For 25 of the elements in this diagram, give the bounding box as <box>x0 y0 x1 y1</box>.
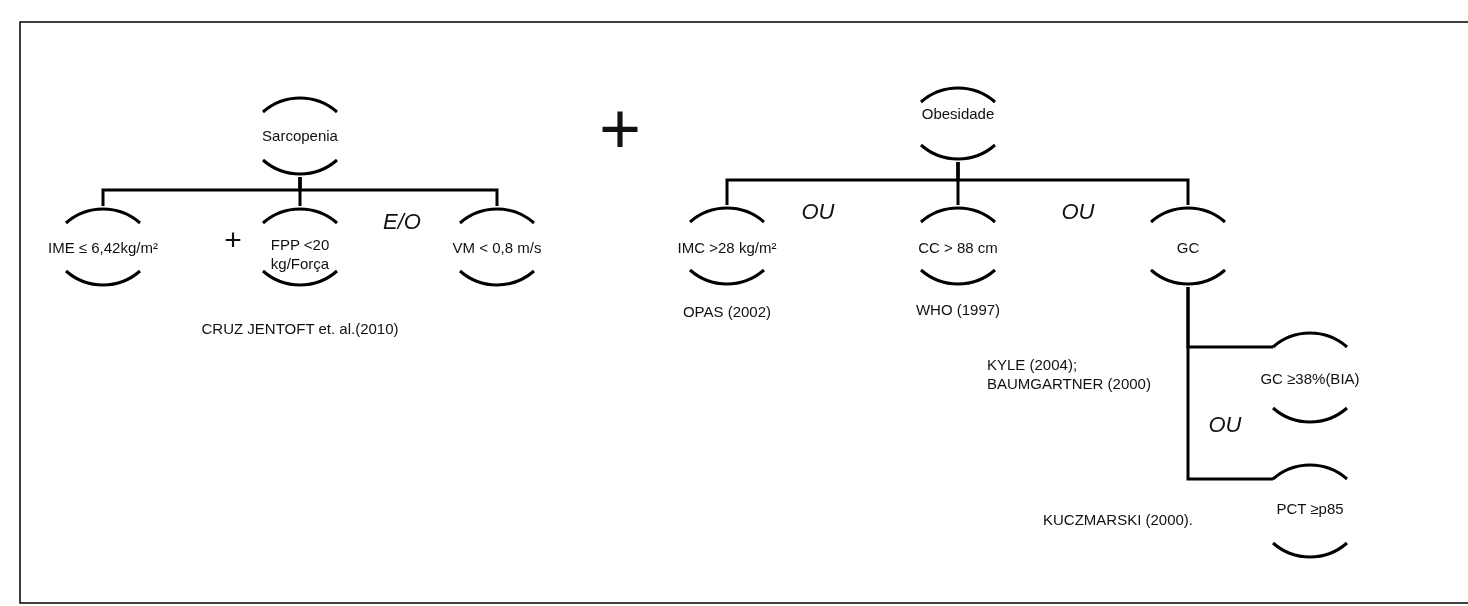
connector-word: OU <box>1061 201 1095 223</box>
node-label: VM < 0,8 m/s <box>451 237 543 257</box>
node-label: IMC >28 kg/m² <box>676 237 778 257</box>
citation-text: KUCZMARSKI (2000). <box>1043 512 1194 527</box>
node-label: Sarcopenia <box>261 125 339 145</box>
node-label: GC ≥38%(BIA) <box>1259 368 1361 388</box>
plus-sign: + <box>224 225 242 255</box>
node-label: CC > 88 cm <box>917 237 999 257</box>
node-label: Obesidade <box>920 103 996 123</box>
connector-line <box>956 162 1190 205</box>
citation-text: KYLE (2004); BAUMGARTNER (2000) <box>987 355 1152 393</box>
bracket-node <box>1148 205 1228 287</box>
citation-text: WHO (1997) <box>915 300 1001 319</box>
connector-word: OU <box>801 201 835 223</box>
citation-text: OPAS (2002) <box>682 302 772 321</box>
connector-line <box>298 177 499 206</box>
node-label: PCT ≥p85 <box>1275 498 1345 518</box>
connector-word: E/O <box>383 211 421 233</box>
node-label: FPP <20 kg/Força <box>269 235 331 273</box>
node-label: GC <box>1175 237 1201 257</box>
node-label: IME ≤ 6,42kg/m² <box>47 237 159 257</box>
connector-line <box>1186 287 1273 481</box>
connector-word: OU <box>1208 414 1242 436</box>
citation-text: CRUZ JENTOFT et. al.(2010) <box>201 320 399 336</box>
plus-sign: + <box>599 92 641 164</box>
